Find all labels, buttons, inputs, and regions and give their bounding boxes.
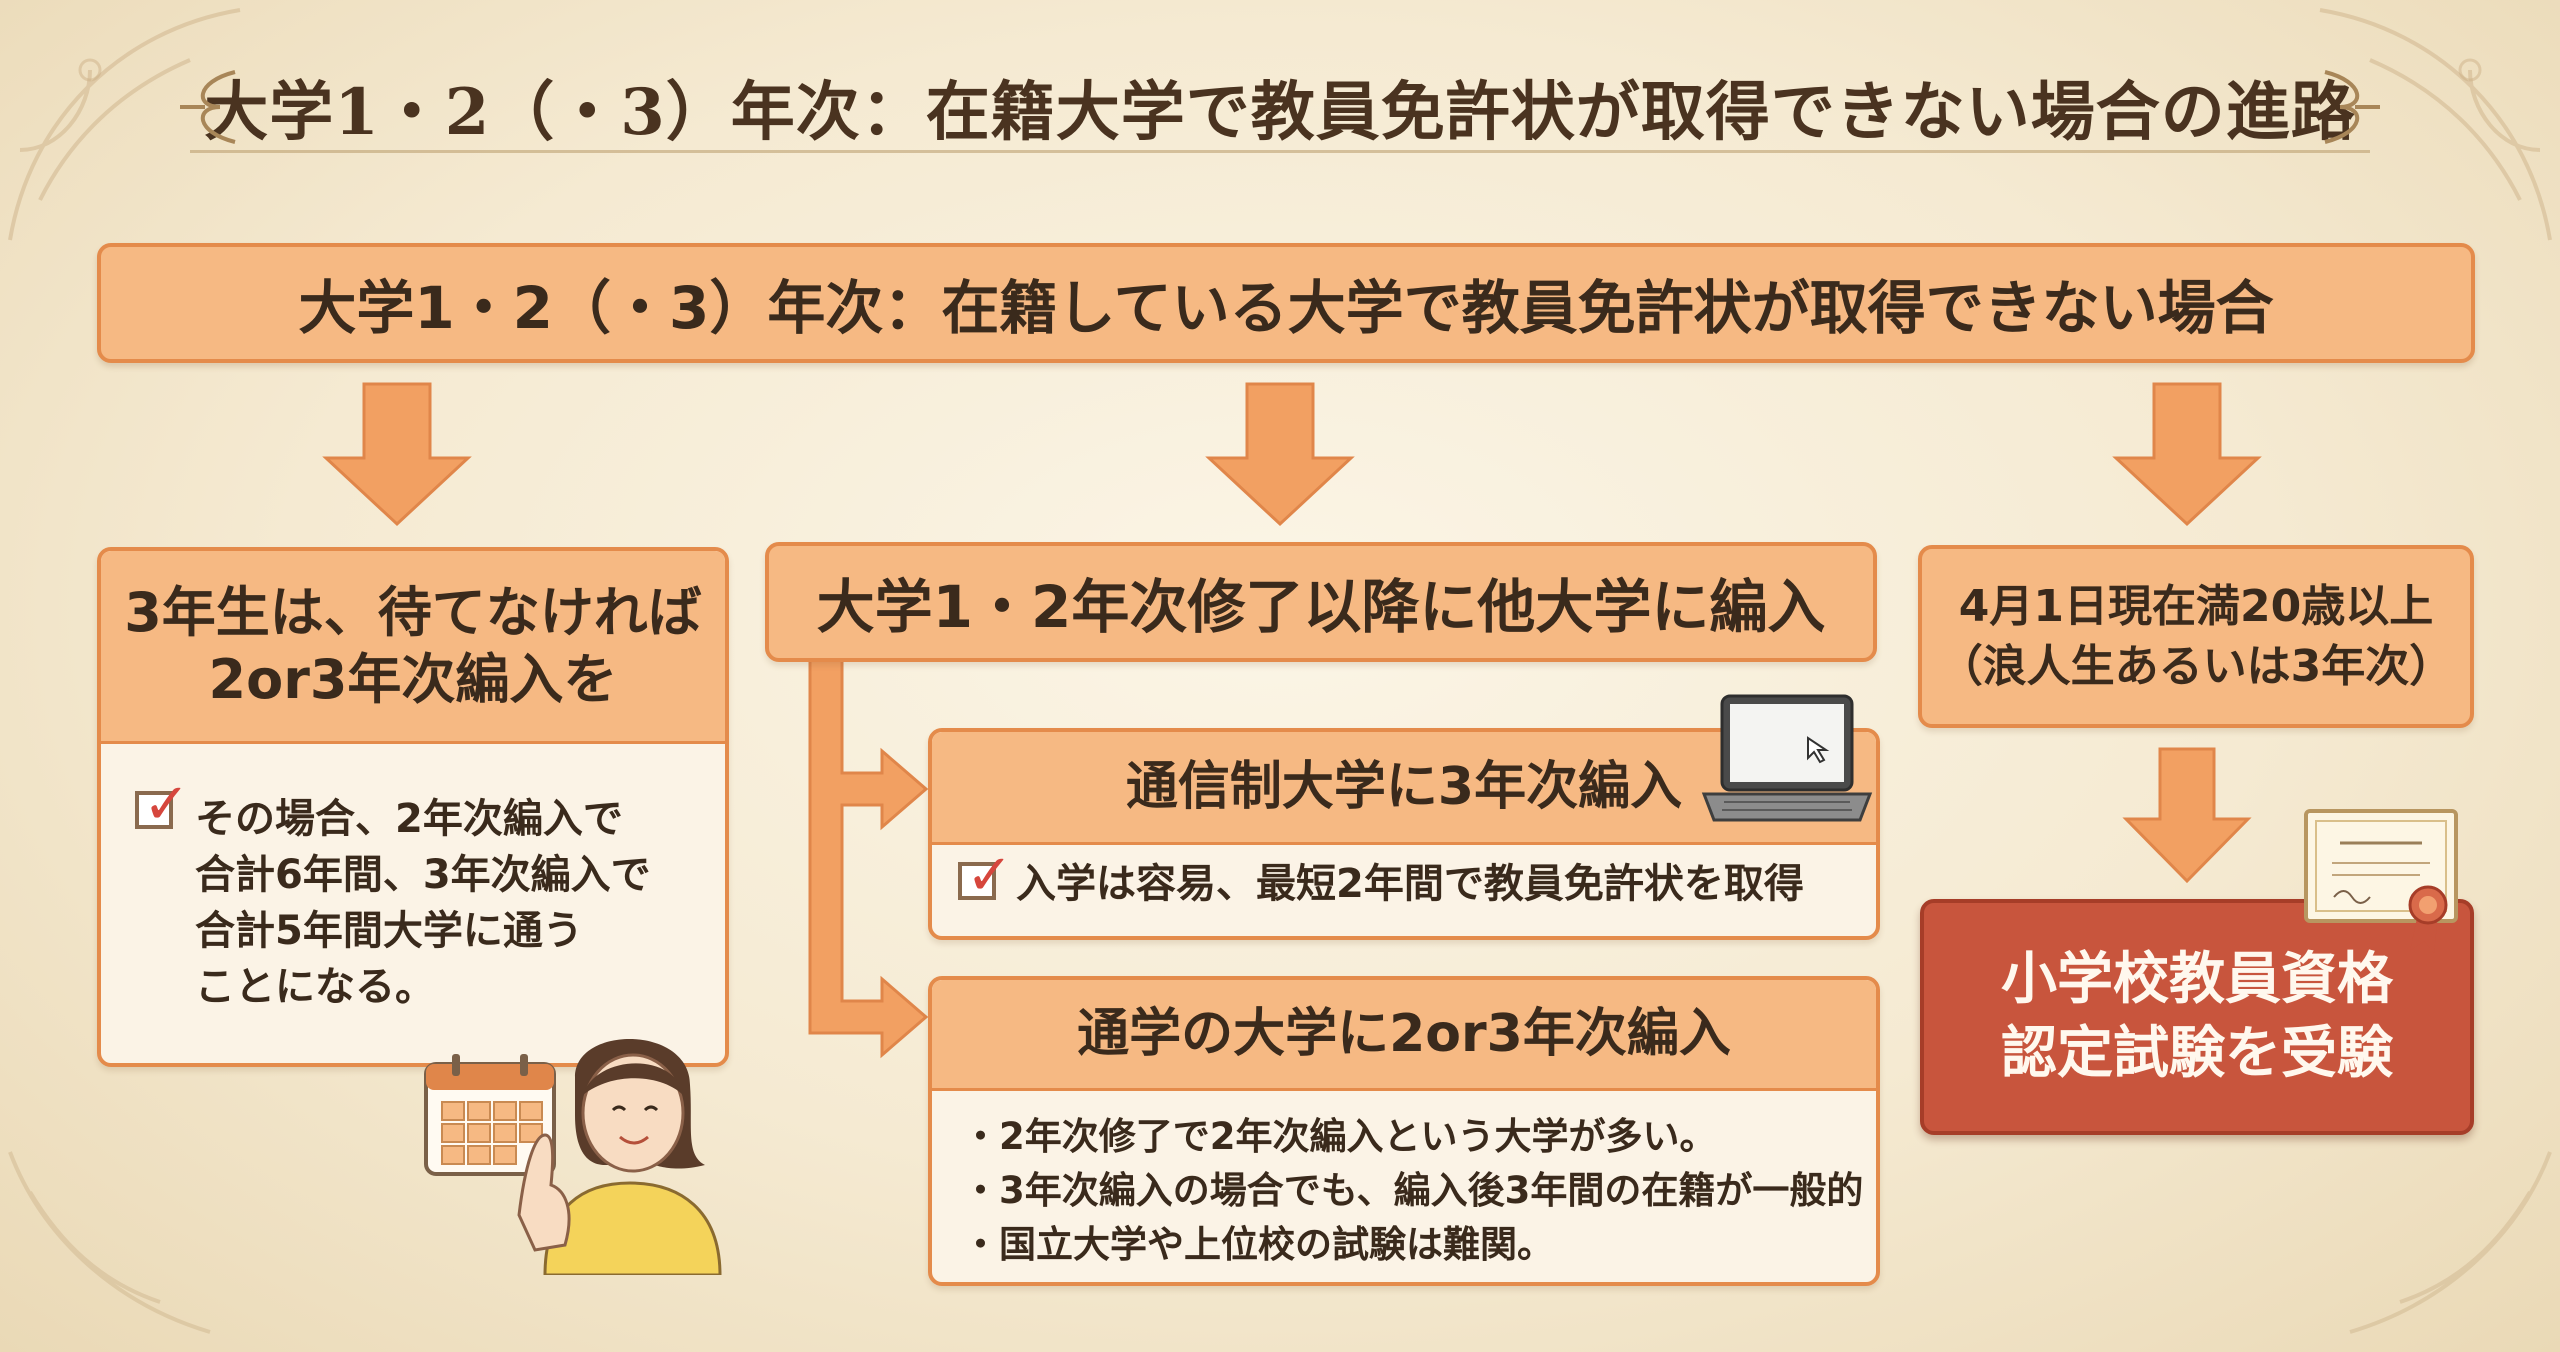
branch-connector-arrows [808, 657, 929, 1059]
corner-ornament-bottom-right [2349, 1151, 2552, 1334]
checkbox-icon: ✓ [135, 777, 190, 833]
corner-ornament-top-right [2319, 8, 2552, 241]
list-item: ・2年次修了で2年次編入という大学が多い。 [962, 1115, 1717, 1158]
title-flourish-left [180, 70, 236, 144]
checkbox-icon: ✓ [958, 848, 1013, 904]
correspondence-option-heading: 通信制大学に3年次編入 [932, 732, 1876, 845]
title-flourish-right [2324, 70, 2380, 144]
corner-ornament-bottom-left [8, 1151, 211, 1334]
left-branch-box: 3年生は、待てなければ 2or3年次編入を ✓ その場合、2年次編入で 合計6年… [97, 547, 729, 1067]
top-condition-banner: 大学1・2（・3）年次：在籍している大学で教員免許状が取得できない場合 [97, 243, 2475, 363]
certificate-icon [2304, 809, 2458, 953]
commute-bullet-list: ・2年次修了で2年次編入という大学が多い。 ・3年次編入の場合でも、編入後3年間… [962, 1110, 1863, 1272]
corner-ornament-top-left [8, 8, 241, 241]
commute-option-box: 通学の大学に2or3年次編入 ・2年次修了で2年次編入という大学が多い。 ・3年… [928, 976, 1880, 1286]
page-title: 大学1・2（・3）年次：在籍大学で教員免許状が取得できない場合の進路 [204, 75, 2356, 150]
arrow-down-left [322, 382, 472, 527]
arrow-down-to-exam [2122, 747, 2252, 884]
title-underline [190, 150, 2370, 153]
exam-result-box: 小学校教員資格 認定試験を受験 [1920, 899, 2474, 1135]
left-branch-heading: 3年生は、待てなければ 2or3年次編入を [101, 551, 725, 744]
arrow-down-right [2112, 382, 2262, 527]
laptop-icon [1701, 694, 1873, 822]
student-illustration [517, 1038, 722, 1275]
left-branch-check-text: その場合、2年次編入で 合計6年間、3年次編入で 合計5年間大学に通う ことにな… [195, 796, 651, 1010]
middle-branch-heading: 大学1・2年次修了以降に他大学に編入 [765, 542, 1877, 662]
correspondence-check-item: ✓ 入学は容易、最短2年間で教員免許状を取得 [958, 848, 1804, 906]
calendar-icon [424, 1054, 556, 1176]
right-branch-heading: 4月1日現在満20歳以上 （浪人生あるいは3年次） [1918, 545, 2474, 728]
commute-option-heading: 通学の大学に2or3年次編入 [932, 980, 1876, 1091]
correspondence-option-box: 通信制大学に3年次編入 ✓ 入学は容易、最短2年間で教員免許状を取得 [928, 728, 1880, 940]
list-item: ・3年次編入の場合でも、編入後3年間の在籍が一般的 [962, 1169, 1864, 1212]
list-item: ・国立大学や上位校の試験は難関。 [962, 1223, 1554, 1266]
arrow-down-middle [1205, 382, 1355, 527]
left-branch-check-item: ✓ その場合、2年次編入で 合計6年間、3年次編入で 合計5年間大学に通う こと… [135, 777, 695, 1015]
